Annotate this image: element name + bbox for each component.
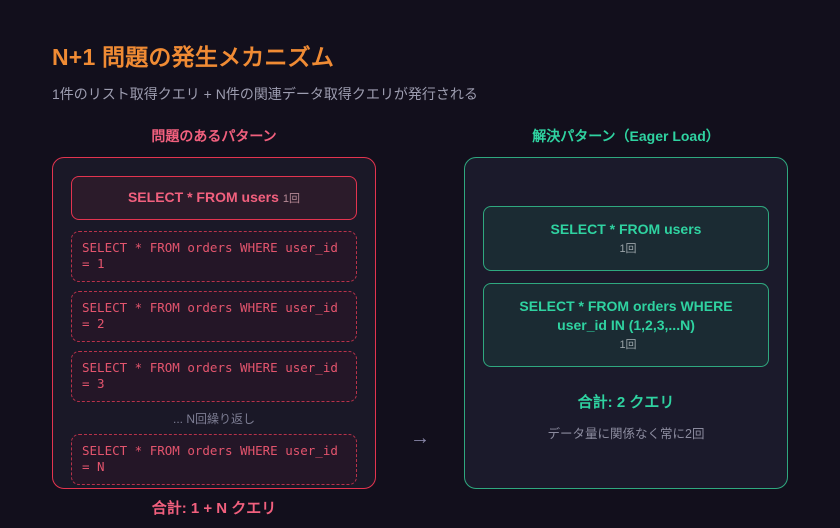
query-sql: SELECT * FROM users <box>127 189 279 205</box>
column-problem-heading: 問題のあるパターン <box>151 128 277 144</box>
query-card-orders-2: SELECT * FROM orders WHERE user_id = 2 <box>71 291 357 342</box>
query-card-orders-n: SELECT * FROM orders WHERE user_id = N <box>71 434 357 485</box>
query-sql: SELECT * FROM orders WHERE user_id IN (1… <box>519 297 733 333</box>
query-sql: SELECT * FROM users <box>550 220 702 237</box>
solution-note: データ量に関係なく常に2回 <box>547 426 705 441</box>
query-sql: SELECT * FROM orders WHERE user_id = 1 <box>82 240 338 271</box>
query-card-eager-orders: SELECT * FROM orders WHERE user_id IN (1… <box>483 282 769 367</box>
query-card-eager-users: SELECT * FROM users 1回 <box>483 205 769 271</box>
query-card-orders-3: SELECT * FROM orders WHERE user_id = 3 <box>71 351 357 402</box>
query-card-orders-1: SELECT * FROM orders WHERE user_id = 1 <box>71 231 357 282</box>
query-count: 1回 <box>619 338 637 351</box>
column-solution: 解決パターン（Eager Load） SELECT * FROM users 1回… <box>464 126 788 489</box>
query-sql: SELECT * FROM orders WHERE user_id = 2 <box>82 300 338 331</box>
query-count: 1回 <box>282 193 301 205</box>
repeat-note: ... N回繰り返し <box>172 412 255 426</box>
solution-panel: SELECT * FROM users 1回 SELECT * FROM orde… <box>464 157 788 489</box>
solution-total: 合計: 2 クエリ <box>577 393 675 411</box>
page-title: N+1 問題の発生メカニズム <box>52 44 335 70</box>
page-subtitle: 1件のリスト取得クエリ + N件の関連データ取得クエリが発行される <box>52 86 478 102</box>
right-arrow-icon: → <box>410 427 430 449</box>
column-solution-heading: 解決パターン（Eager Load） <box>532 128 720 144</box>
page-header: N+1 問題の発生メカニズム 1件のリスト取得クエリ + N件の関連データ取得ク… <box>52 42 792 104</box>
query-sql: SELECT * FROM orders WHERE user_id = N <box>82 443 338 474</box>
problem-total: 合計: 1 + N クエリ <box>151 500 277 517</box>
query-sql: SELECT * FROM orders WHERE user_id = 3 <box>82 360 338 391</box>
query-count: 1回 <box>619 242 637 255</box>
